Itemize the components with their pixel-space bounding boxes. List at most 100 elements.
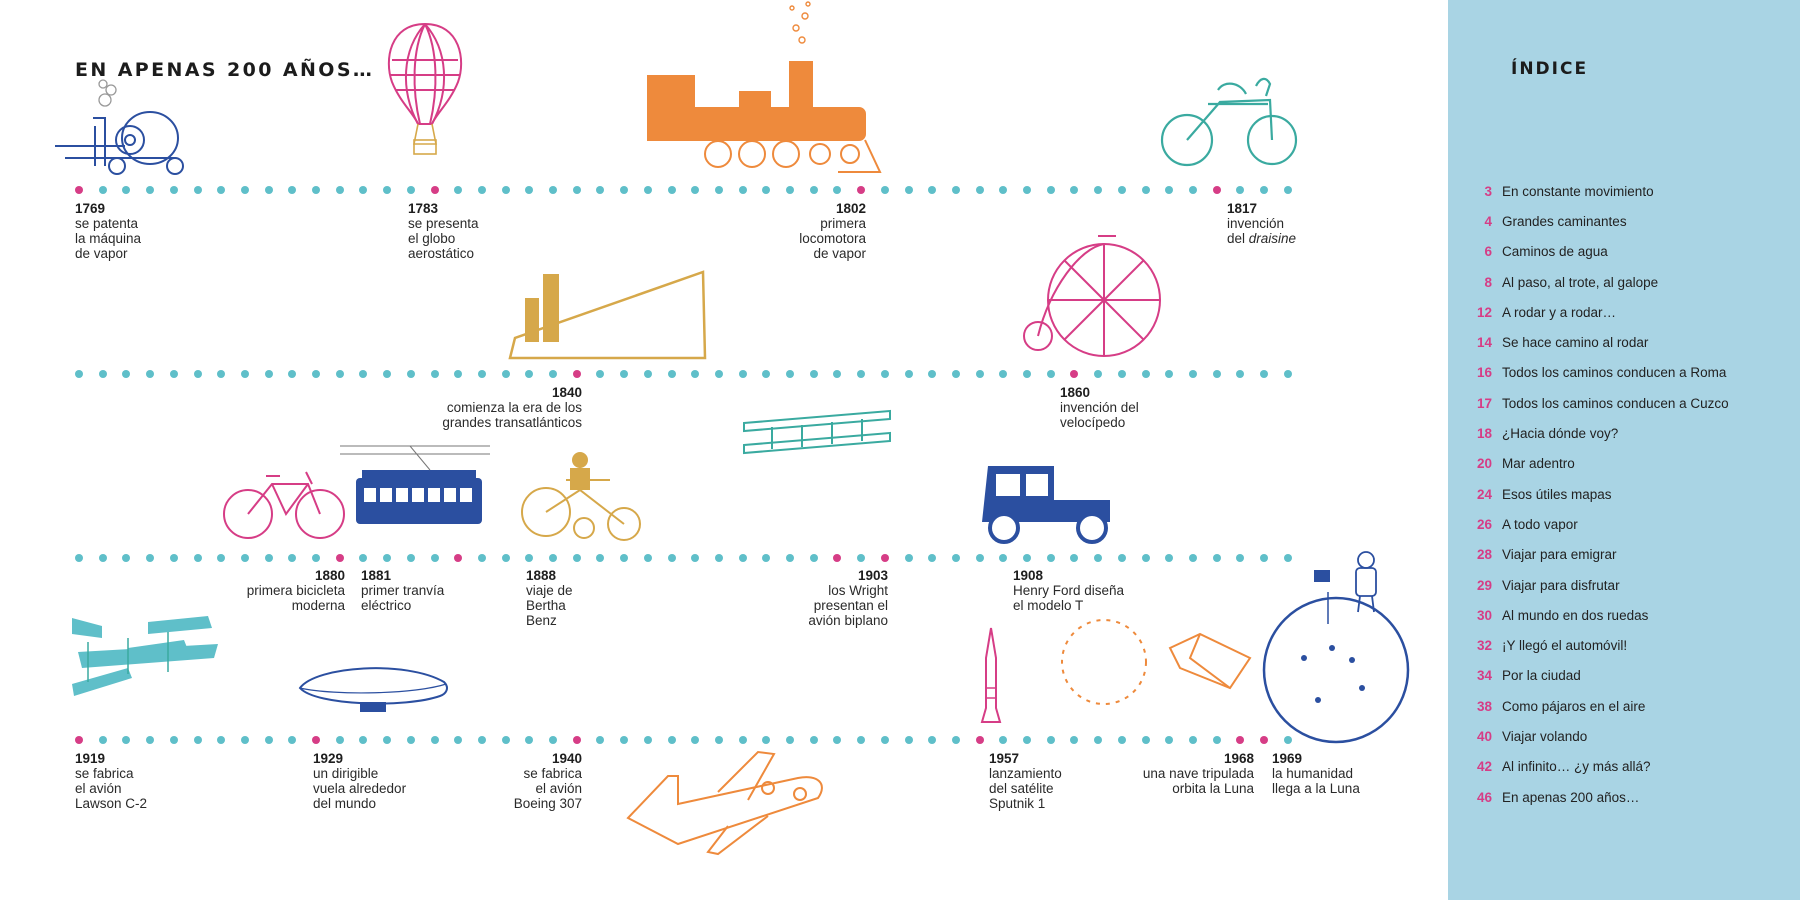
timeline-dot bbox=[1070, 554, 1079, 562]
timeline-dot bbox=[1023, 186, 1031, 194]
timeline-dot bbox=[572, 186, 581, 194]
timeline-dot bbox=[951, 186, 960, 194]
timeline-dot bbox=[1046, 186, 1055, 194]
timeline-dot bbox=[999, 554, 1008, 562]
timeline-dot bbox=[430, 736, 439, 744]
index-item[interactable]: 12 A rodar y a rodar… bbox=[1448, 297, 1800, 327]
index-entry-title: En constante movimiento bbox=[1502, 183, 1654, 199]
timeline-dot bbox=[1236, 370, 1245, 378]
timeline-dot bbox=[620, 736, 629, 744]
timeline-event: 1888 viaje de Bertha Benz bbox=[526, 568, 573, 628]
index-page-number: 46 bbox=[1476, 789, 1492, 805]
index-entry-title: ¡Y llegó el automóvil! bbox=[1502, 638, 1628, 654]
timeline-dot bbox=[146, 186, 155, 194]
timeline-dot bbox=[430, 370, 439, 378]
timeline-dot bbox=[596, 736, 605, 744]
timeline-dot bbox=[667, 370, 676, 378]
timeline-dot bbox=[122, 370, 131, 378]
hot-air-balloon-illustration bbox=[387, 22, 463, 155]
index-page-number: 18 bbox=[1476, 426, 1492, 442]
timeline-dot bbox=[1260, 736, 1268, 744]
timeline-dot bbox=[975, 736, 984, 744]
timeline-dot bbox=[335, 186, 344, 194]
event-text: comienza la era de los grandes transatlá… bbox=[442, 400, 582, 430]
event-year: 1881 bbox=[361, 568, 392, 583]
timeline-dot bbox=[75, 736, 83, 744]
timeline-dot bbox=[714, 370, 723, 378]
index-item[interactable]: 46 En apenas 200 años… bbox=[1448, 782, 1800, 812]
timeline-dot bbox=[1070, 186, 1079, 194]
index-item[interactable]: 32¡Y llegó el automóvil! bbox=[1448, 630, 1800, 660]
timeline-dot bbox=[1188, 554, 1197, 562]
timeline-dot bbox=[572, 554, 581, 562]
event-year: 1802 bbox=[835, 201, 866, 216]
timeline-dot bbox=[288, 736, 297, 744]
index-entry-title: En apenas 200 años… bbox=[1502, 789, 1640, 805]
event-text: se presenta el globo aerostático bbox=[408, 216, 479, 261]
index-page-number: 4 bbox=[1484, 213, 1492, 229]
timeline-dot bbox=[857, 370, 866, 378]
timeline-dot bbox=[383, 186, 392, 194]
timeline-dot bbox=[383, 736, 392, 744]
timeline-dot bbox=[904, 736, 913, 744]
timeline-dot bbox=[217, 186, 226, 194]
timeline-dot bbox=[477, 554, 486, 562]
model-t-illustration bbox=[982, 466, 1110, 544]
timeline-dot bbox=[951, 554, 960, 562]
timeline-dot bbox=[312, 186, 320, 194]
timeline-dot bbox=[762, 186, 771, 194]
timeline-dot bbox=[1212, 554, 1221, 562]
event-year: 1880 bbox=[314, 568, 345, 583]
timeline-dot bbox=[477, 186, 486, 194]
timeline-dot bbox=[928, 736, 937, 744]
timeline-event: 1968 una nave tripulada orbita la Luna bbox=[1143, 751, 1254, 796]
timeline-event: 1969 la humanidad llega a la Luna bbox=[1272, 751, 1360, 796]
timeline-dot bbox=[454, 736, 463, 744]
timeline-dot bbox=[1236, 736, 1245, 744]
index-entry-title: Todos los caminos conducen a Roma bbox=[1502, 365, 1727, 381]
timeline-dot bbox=[1165, 736, 1174, 744]
timeline-event: 1860 invención del velocípedo bbox=[1060, 385, 1139, 430]
timeline-dot bbox=[786, 186, 794, 194]
timeline-dot bbox=[786, 370, 794, 378]
timeline-event: 1903 los Wright presentan el avión bipla… bbox=[808, 568, 888, 628]
lawson-airliner-illustration bbox=[72, 616, 218, 696]
timeline-dot bbox=[1141, 554, 1150, 562]
timeline-row bbox=[75, 370, 1292, 380]
index-entry-title: ¿Hacia dónde voy? bbox=[1502, 426, 1619, 442]
timeline-dot bbox=[975, 554, 984, 562]
index-entry-title: A todo vapor bbox=[1502, 516, 1578, 532]
timeline-dot bbox=[122, 186, 131, 194]
timeline-dot bbox=[1094, 736, 1103, 744]
index-page-number: 12 bbox=[1476, 304, 1492, 320]
index-item[interactable]: 18 ¿Hacia dónde voy? bbox=[1448, 418, 1800, 448]
timeline-dot bbox=[1046, 370, 1055, 378]
event-text: Henry Ford diseña el modelo T bbox=[1013, 583, 1125, 613]
sputnik-rocket-illustration bbox=[980, 627, 1002, 723]
timeline-dot bbox=[146, 370, 155, 378]
biplane-wright-illustration bbox=[743, 409, 891, 455]
index-entry-title: A rodar y a rodar… bbox=[1502, 304, 1617, 320]
orbit-capsule-illustration bbox=[1061, 619, 1252, 705]
timeline-dot bbox=[240, 186, 249, 194]
benz-motorwagen-illustration bbox=[521, 452, 641, 541]
timeline-dot bbox=[383, 554, 392, 562]
timeline-dot bbox=[904, 370, 913, 378]
